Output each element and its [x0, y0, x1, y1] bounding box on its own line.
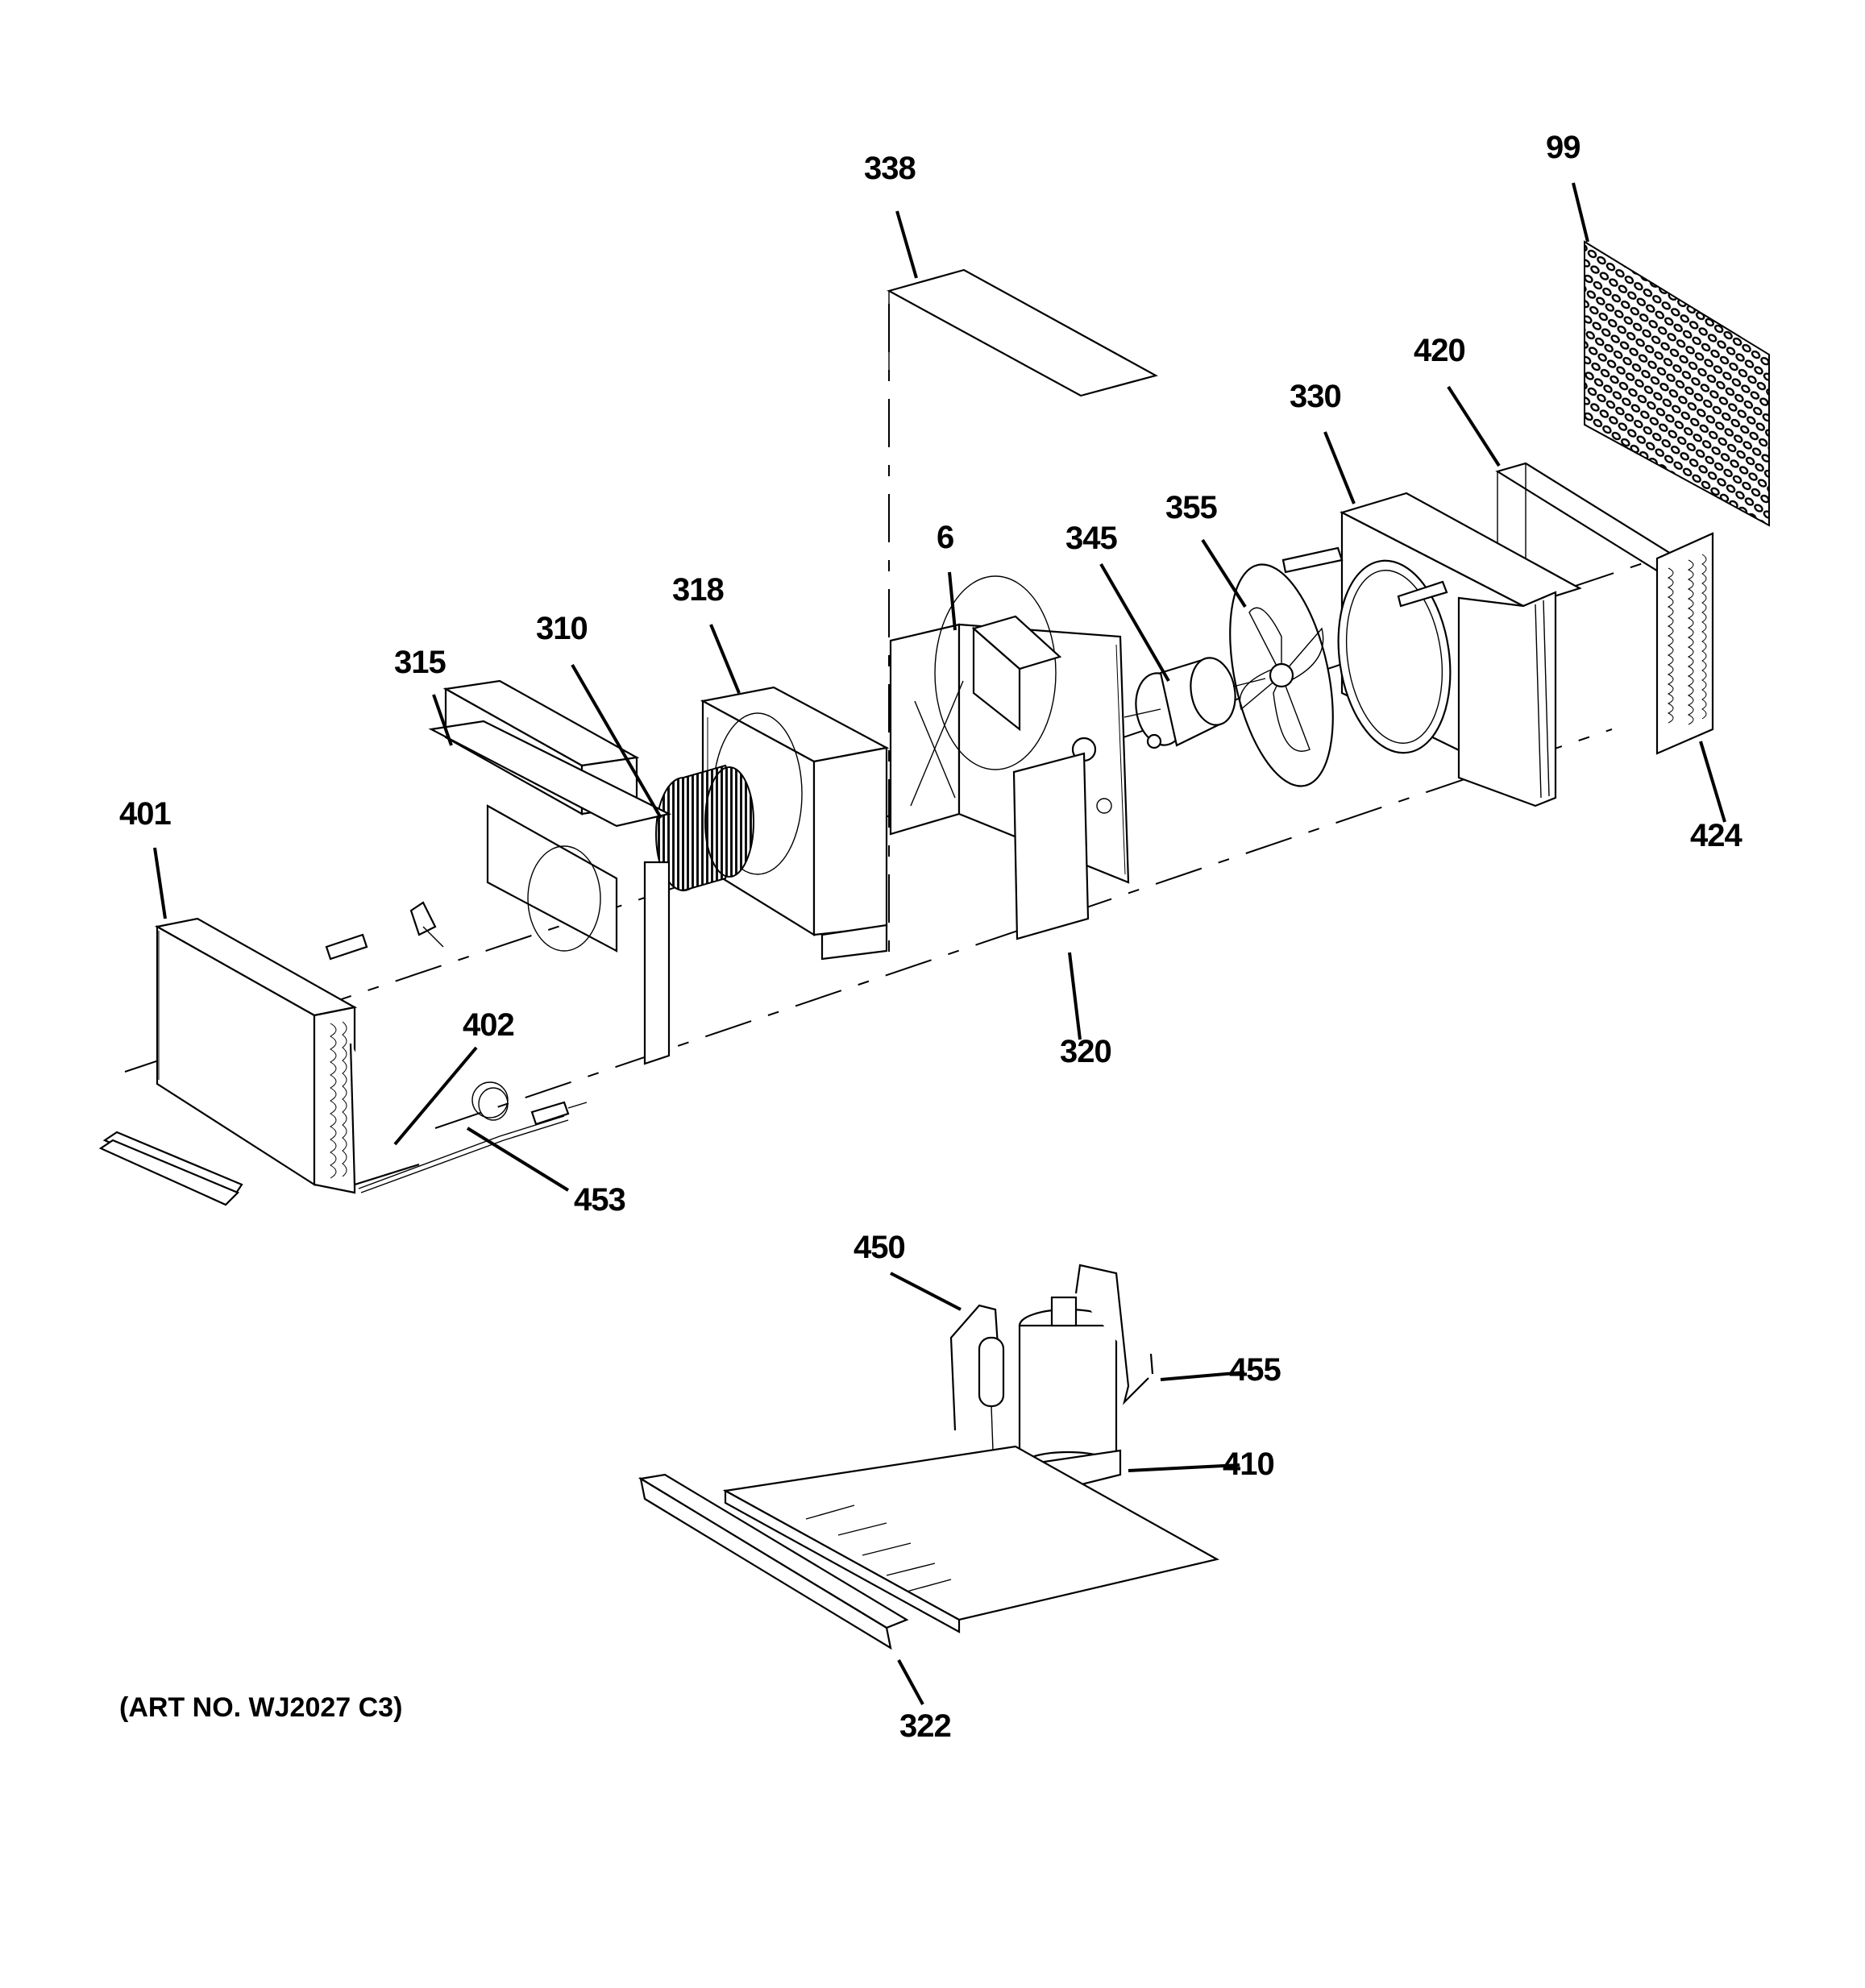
callout-318[interactable]: 318	[672, 572, 725, 608]
part-450-discharge-tube[interactable]	[949, 1304, 1005, 1451]
part-322-drain-pan[interactable]	[638, 1473, 909, 1650]
callout-455[interactable]: 455	[1229, 1352, 1281, 1388]
callout-320[interactable]: 320	[1060, 1034, 1112, 1069]
part-315-discharge-duct[interactable]	[428, 679, 672, 1065]
art-number-caption: (ART NO. WJ2027 C3)	[119, 1692, 403, 1723]
part-355-fan-blade[interactable]	[1212, 555, 1351, 795]
callout-322[interactable]: 322	[899, 1708, 952, 1744]
callout-424[interactable]: 424	[1690, 818, 1743, 853]
callout-6[interactable]: 6	[937, 520, 954, 555]
base-pan	[722, 1445, 1220, 1633]
callout-450[interactable]: 450	[854, 1230, 906, 1265]
part-99-grille-mesh[interactable]	[1584, 240, 1770, 527]
callout-401[interactable]: 401	[119, 796, 172, 832]
callout-99[interactable]: 99	[1546, 130, 1581, 165]
callout-402[interactable]: 402	[463, 1007, 515, 1043]
evaporator-bottom-bracket	[98, 1131, 243, 1206]
part-320-control-cover[interactable]	[1012, 752, 1090, 940]
part-338-top-panel[interactable]	[887, 268, 1158, 397]
callout-338[interactable]: 338	[864, 151, 916, 186]
part-424-condenser-coil[interactable]	[1655, 532, 1714, 755]
callout-410[interactable]: 410	[1223, 1446, 1275, 1482]
callout-315[interactable]: 315	[394, 645, 447, 680]
small-bracket-parts	[325, 901, 444, 961]
part-310-blower-wheel[interactable]	[655, 764, 754, 892]
part-330-fan-shroud[interactable]	[1281, 492, 1582, 807]
part-402-capillary-tube[interactable]	[349, 1043, 588, 1193]
part-401-evaporator-coil[interactable]	[154, 917, 358, 1194]
callout-420[interactable]: 420	[1414, 333, 1466, 368]
part-345-fan-motor[interactable]	[1124, 654, 1266, 749]
callout-355[interactable]: 355	[1165, 490, 1218, 525]
callout-330[interactable]: 330	[1290, 379, 1342, 414]
callout-310[interactable]: 310	[536, 611, 588, 646]
part-6-partition[interactable]	[889, 575, 1130, 884]
callout-453[interactable]: 453	[574, 1182, 626, 1218]
part-455-process-tube[interactable]	[1074, 1264, 1154, 1405]
callout-labels: 338 99 420 330 355 345 6 318 310 315 401…	[119, 130, 1743, 1744]
callout-345[interactable]: 345	[1065, 521, 1118, 556]
leader-lines	[153, 182, 1726, 1705]
